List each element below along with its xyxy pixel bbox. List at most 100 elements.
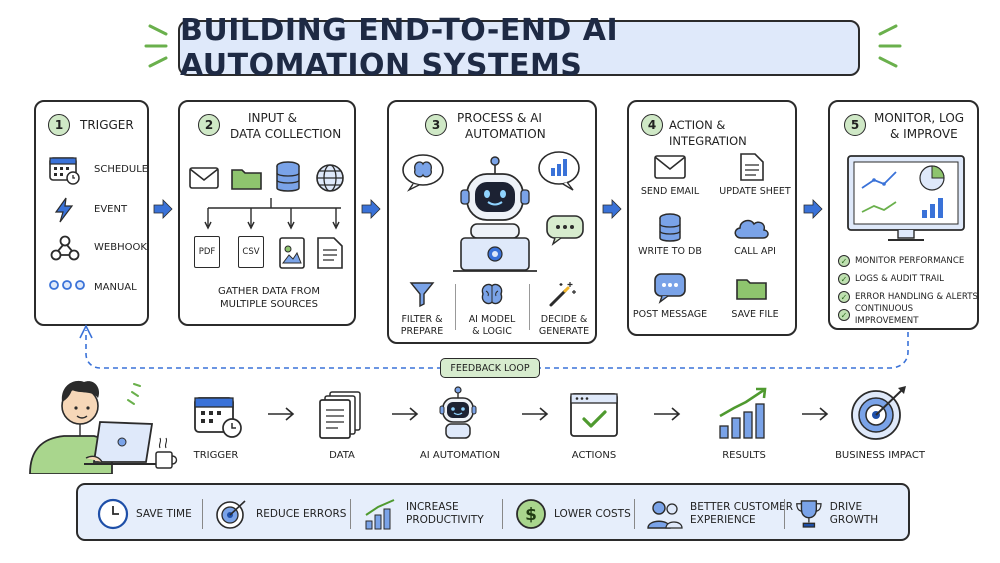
- branch-connector: [204, 198, 341, 230]
- check-icon: ✓: [838, 291, 850, 303]
- step-title-line1: MONITOR, LOG: [874, 111, 965, 125]
- benefit-divider: [784, 499, 785, 529]
- lightning-icon: [54, 197, 74, 223]
- tool-label-line2: PREPARE: [400, 326, 444, 337]
- calendar-icon: [49, 157, 80, 185]
- benefit-label-line2: EXPERIENCE: [690, 514, 756, 526]
- documents-stack-icon: [319, 391, 361, 439]
- step-title-line2: DATA COLLECTION: [230, 127, 342, 141]
- step-panel-process: 3 PROCESS & AI AUTOMATION FILTER & PREPA…: [387, 100, 597, 344]
- title-sparks-right: [878, 24, 902, 68]
- action-label-call-api: CALL API: [734, 246, 776, 257]
- calendar-clock-icon: [194, 397, 242, 438]
- bar-growth-icon: [365, 499, 395, 530]
- action-label-send-email: SEND EMAIL: [640, 186, 700, 197]
- benefit-label-line1: BETTER CUSTOMER: [690, 501, 794, 513]
- action-label-write-db: WRITE TO DB: [638, 246, 702, 257]
- step-title-line2: & IMPROVE: [890, 127, 958, 141]
- check-item: ✓ LOGS & AUDIT TRAIL: [838, 270, 978, 288]
- step-panel-trigger: 1 TRIGGER SCHEDULE EVENT WEBHOOK MANUAL: [34, 100, 149, 326]
- step-number: 2: [198, 114, 220, 136]
- benefit-label-group: INCREASE PRODUCTIVITY: [400, 501, 484, 527]
- target-icon: [851, 386, 906, 440]
- target-icon: [216, 500, 246, 529]
- document-icon: [317, 237, 343, 269]
- title-sparks: [144, 24, 168, 68]
- image-file-icon: [279, 237, 305, 269]
- benefit-label-line1: INCREASE: [406, 501, 459, 513]
- arrow-right-icon: [361, 199, 381, 219]
- flow-arrow-icon: [392, 407, 419, 421]
- csv-file-icon: CSV: [238, 236, 264, 268]
- person-laptop-illustration: [29, 380, 178, 474]
- check-label: LOGS & AUDIT TRAIL: [855, 274, 944, 284]
- pdf-label: PDF: [198, 247, 216, 257]
- trigger-item-manual: MANUAL: [94, 282, 137, 293]
- flow-arrow-icon: [654, 407, 681, 421]
- benefit-reduce-errors: REDUCE ERRORS: [214, 485, 346, 543]
- check-icon: ✓: [838, 309, 850, 321]
- cloud-icon: [734, 219, 769, 239]
- database-icon: [276, 161, 300, 192]
- robot-icon: [453, 156, 537, 272]
- brain-bubble-icon: [402, 154, 444, 192]
- message-icon: [654, 273, 686, 304]
- check-icon: ✓: [838, 273, 850, 285]
- tool-label-line1: DECIDE &: [540, 314, 588, 325]
- step-panel-monitor: 5 MONITOR, LOG & IMPROVE ✓ MONITOR PERFO…: [828, 100, 979, 330]
- arrow-right-icon: [153, 199, 173, 219]
- check-item: ✓ ERROR HANDLING & ALERTS: [838, 288, 978, 306]
- dollar-coin-icon: $: [516, 499, 546, 529]
- webhook-icon: [50, 235, 80, 261]
- chart-bubble-icon: [538, 151, 580, 191]
- flow-label-trigger: TRIGGER: [193, 450, 239, 461]
- checkmark-window-icon: [570, 393, 618, 437]
- check-label: CONTINUOUS IMPROVEMENT: [854, 304, 919, 326]
- dashboard-monitor-icon: [847, 155, 965, 241]
- users-icon: [647, 501, 683, 529]
- step-number: 1: [48, 114, 70, 136]
- benefit-increase-productivity: INCREASE PRODUCTIVITY: [364, 485, 484, 543]
- benefit-divider: [502, 499, 503, 529]
- step-panel-input: 2 INPUT & DATA COLLECTION PDF CSV GATHER…: [178, 100, 356, 326]
- tool-label-line1: AI MODEL: [468, 314, 516, 325]
- benefit-divider: [350, 499, 351, 529]
- sheet-document-icon: [740, 153, 764, 181]
- step-title-line2: AUTOMATION: [465, 127, 546, 141]
- benefit-label: DRIVE GROWTH: [829, 501, 879, 526]
- step-title-line1: INPUT &: [248, 111, 298, 125]
- benefit-drive-growth: DRIVE GROWTH: [794, 485, 908, 543]
- magic-wand-icon: [549, 282, 576, 307]
- check-item: ✓ MONITOR PERFORMANCE: [838, 252, 978, 270]
- action-label-update-sheet: UPDATE SHEET: [719, 186, 791, 197]
- flow-label-business-impact: BUSINESS IMPACT: [835, 450, 925, 461]
- benefit-label: SAVE TIME: [136, 507, 192, 520]
- flow-label-actions: ACTIONS: [571, 450, 617, 461]
- growth-chart-icon: [719, 387, 767, 439]
- tool-divider: [455, 284, 456, 330]
- benefit-divider: [202, 499, 203, 529]
- check-label: MONITOR PERFORMANCE: [855, 256, 965, 266]
- tool-label-line2: & LOGIC: [472, 326, 512, 337]
- step-number: 5: [844, 114, 866, 136]
- trigger-item-schedule: SCHEDULE: [94, 164, 149, 175]
- tool-divider: [529, 284, 530, 330]
- arrow-right-icon: [803, 199, 823, 219]
- chat-dots-icon: [546, 215, 584, 246]
- folder-icon: [736, 279, 767, 300]
- email-icon: [654, 155, 686, 179]
- benefit-divider: [634, 499, 635, 529]
- check-item: ✓ CONTINUOUS IMPROVEMENT: [838, 304, 978, 326]
- svg-text:$: $: [525, 505, 537, 525]
- benefit-save-time: SAVE TIME: [96, 485, 192, 543]
- robot-icon: [439, 386, 477, 439]
- input-caption-line2: MULTIPLE SOURCES: [220, 299, 318, 310]
- benefits-bar: SAVE TIME REDUCE ERRORS INCREASE PRODUCT…: [76, 483, 910, 541]
- trophy-icon: [796, 500, 822, 528]
- flow-label-results: RESULTS: [722, 450, 766, 461]
- input-caption-line1: GATHER DATA FROM: [217, 286, 321, 297]
- check-label: ERROR HANDLING & ALERTS: [855, 292, 978, 302]
- pdf-file-icon: PDF: [194, 236, 220, 268]
- step-panel-action: 4 ACTION & INTEGRATION SEND EMAIL UPDATE…: [627, 100, 797, 336]
